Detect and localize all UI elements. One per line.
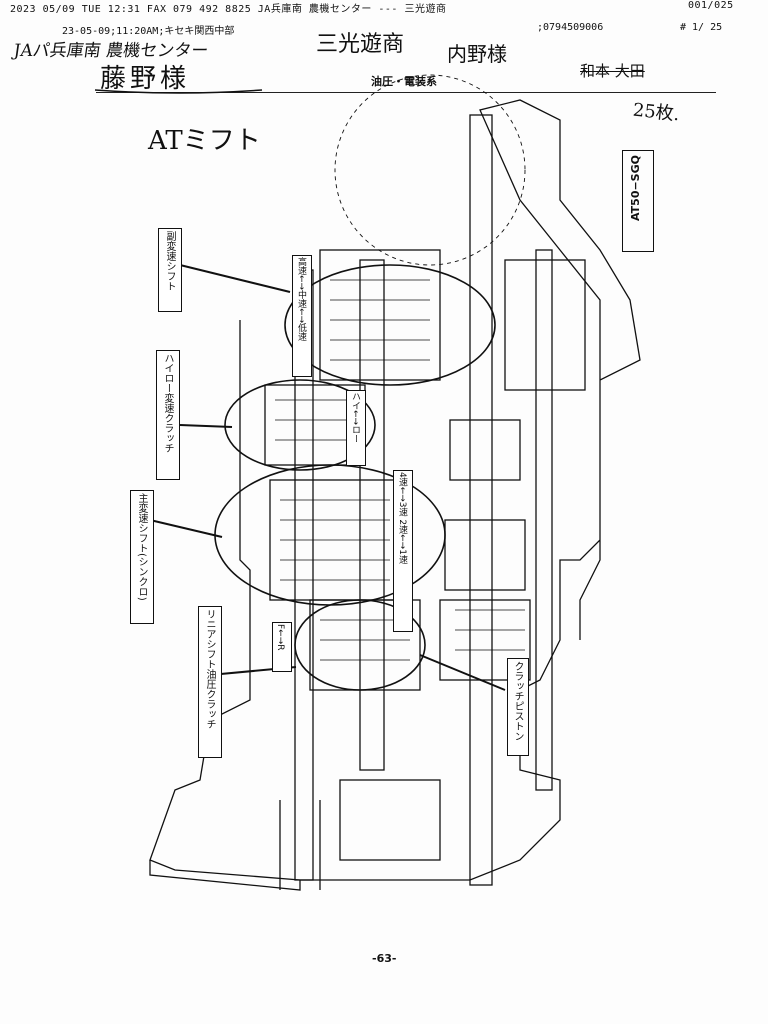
reference-circle [334,74,526,266]
page-number: -63- [372,952,397,965]
callout-linear-clutch-text: リニアシフト油圧クラッチ [204,609,215,729]
gear-set-1 [449,419,521,481]
model-label: AT50−SGQ [629,155,642,221]
callout-hilo-clutch: ハイロー変速クラッチ [156,350,180,480]
model-label-box: AT50−SGQ [622,150,654,252]
handwritten-company: 三光遊商 [316,32,405,57]
inner-label-main-shift-text: 4速←→3速 2速←→1速 [397,472,407,564]
linear-clutch-ellipse [294,599,426,691]
arrow-clutch-piston [419,654,506,691]
callout-clutch-piston: クラッチピストン [507,658,529,756]
housing-outline [149,99,641,881]
fax-header-line2: 23-05-09;11:20AM;キセキ関西中部 ;0794509006 # 1… [0,22,768,37]
handwritten-attention: 内野様 [447,42,507,66]
callout-main-shift-text: 主変速シフト(シンクロ) [136,493,147,601]
inner-label-sub-shift: 高速←→中速←→低速 [292,255,312,377]
fax-sender: 23-05-09;11:20AM;キセキ関西中部 [62,26,235,37]
fax-sheet-index: # 1/ 25 [680,22,723,33]
fax-page-count: 001/025 [688,0,734,11]
callout-hilo-clutch-text: ハイロー変速クラッチ [162,353,173,453]
callout-sub-shift-text: 副変速シフト [164,231,175,291]
sub-shift-gear-block [319,249,441,381]
counter-shaft [359,259,385,771]
inner-label-hilo: ハイ←→ロー [346,390,366,466]
fax-header-text: 2023 05/09 TUE 12:31 FAX 079 492 8825 JA… [10,4,447,15]
hilo-ellipse [224,379,376,471]
main-shaft [469,114,493,886]
handwritten-title: ATミフト [148,126,261,156]
arrow-sub-shift [179,264,291,293]
gear-set-2 [444,519,526,591]
callout-sub-shift: 副変速シフト [158,228,182,312]
clutch-piston-block [439,599,531,681]
callout-linear-clutch: リニアシフト油圧クラッチ [198,606,222,758]
handwritten-name-box: 藤野様 [100,64,191,94]
inner-label-sub-shift-text: 高速←→中速←→低速 [296,257,306,342]
arrow-hilo [179,424,233,428]
output-shaft [535,249,553,791]
inner-label-hilo-text: ハイ←→ロー [350,392,360,444]
inner-label-fr: F←→R [272,622,292,672]
pto-gear-block [504,259,586,391]
callout-main-shift: 主変速シフト(シンクロ) [130,490,154,624]
header-rule [96,92,716,93]
inner-label-fr-text: F←→R [275,624,285,651]
bottom-housing [339,779,441,861]
handwritten-struck-name: 和本 大田 [580,62,645,80]
sub-shift-ellipse [284,264,496,386]
callout-clutch-piston-text: クラッチピストン [512,661,523,741]
inner-label-main-shift: 4速←→3速 2速←→1速 [393,470,413,632]
fax-header-line1: 2023 05/09 TUE 12:31 FAX 079 492 8825 JA… [0,0,768,15]
arrow-main-shift [149,519,223,538]
fax-number: ;0794509006 [537,22,604,33]
